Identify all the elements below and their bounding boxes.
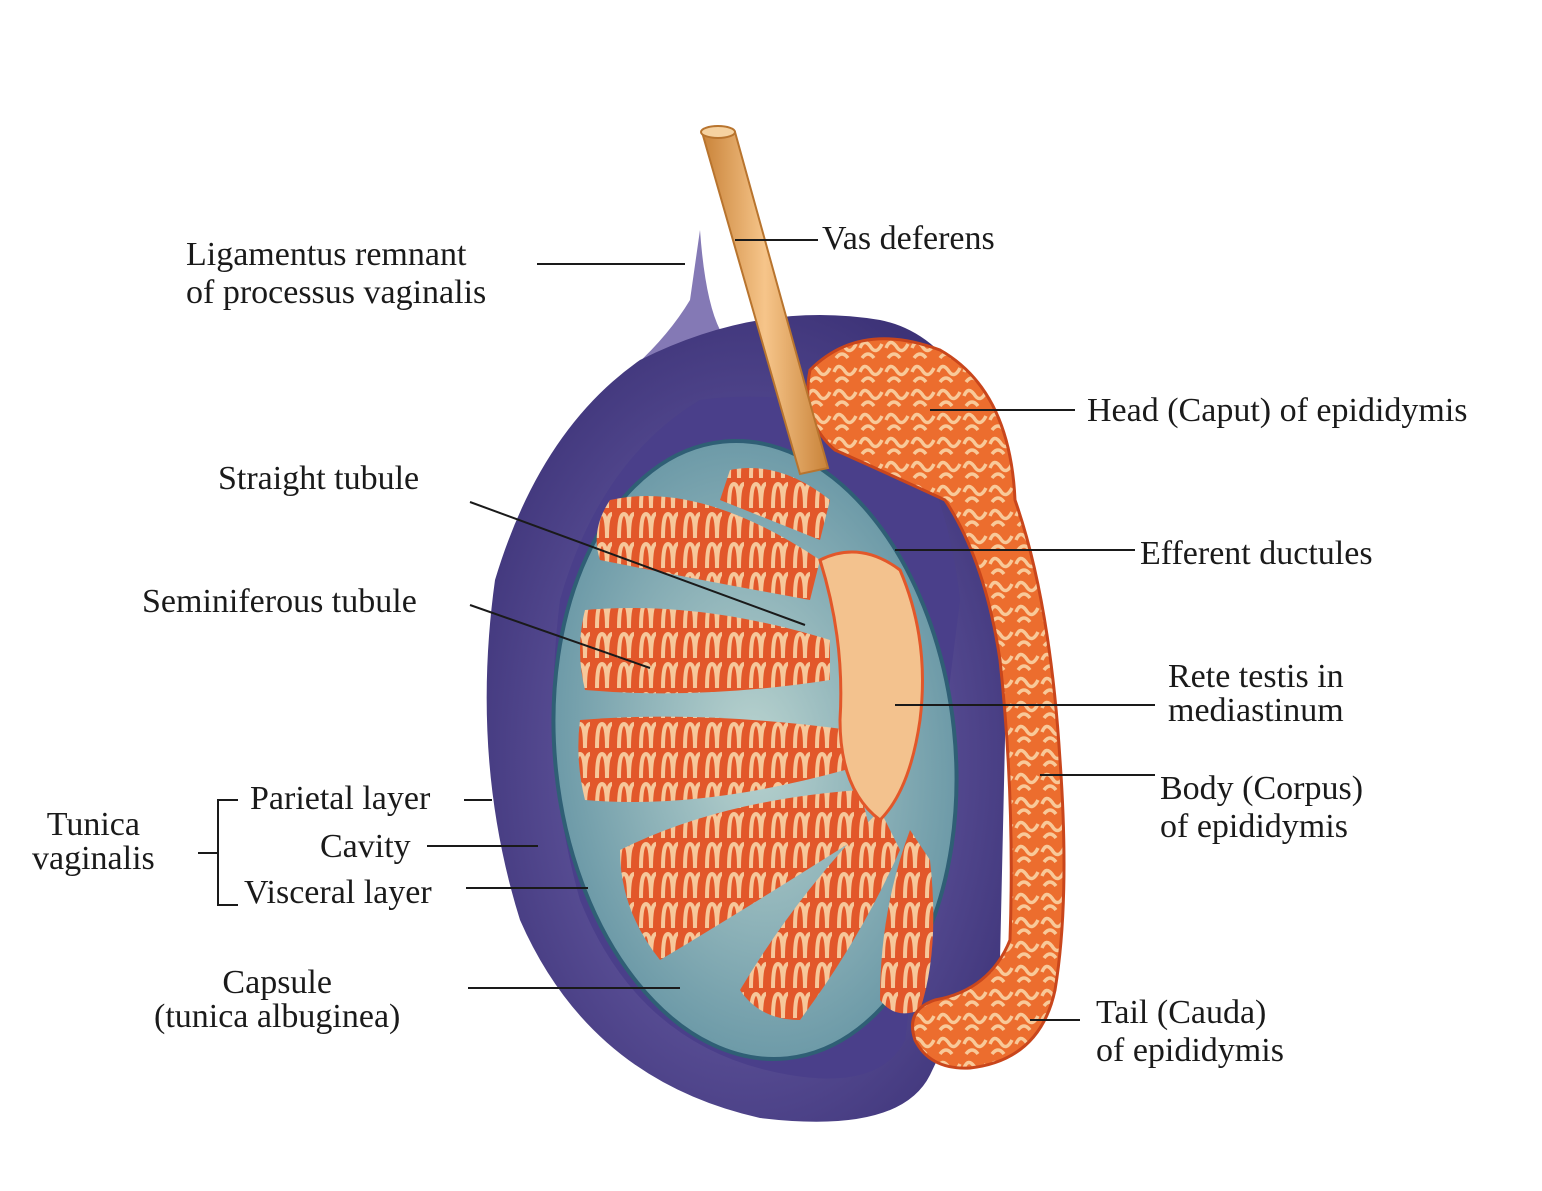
lobules [578, 468, 934, 1020]
label-efferent-ductules: Efferent ductules [1140, 535, 1373, 572]
label-capsule: Capsule (tunica albuginea) [154, 964, 401, 1035]
label-visceral-layer: Visceral layer [244, 874, 432, 911]
label-cavity: Cavity [320, 828, 411, 865]
label-ligament: Ligamentus remnant of processus vaginali… [186, 236, 487, 311]
leader-lines [198, 239, 1155, 1021]
label-tunica-vaginalis: Tunica vaginalis [32, 806, 155, 877]
label-tail-epididymis: Tail (Cauda) of epididymis [1096, 994, 1284, 1069]
label-head-epididymis: Head (Caput) of epididymis [1087, 392, 1468, 429]
label-straight-tubule: Straight tubule [218, 460, 420, 497]
label-rete-testis: Rete testis in mediastinum [1168, 658, 1344, 729]
label-seminiferous-tubule: Seminiferous tubule [142, 583, 417, 620]
label-vas-deferens: Vas deferens [822, 220, 995, 257]
label-body-epididymis: Body (Corpus) of epididymis [1160, 770, 1364, 845]
label-parietal-layer: Parietal layer [250, 780, 431, 817]
rete-testis [818, 550, 924, 822]
epididymis [806, 337, 1066, 1070]
